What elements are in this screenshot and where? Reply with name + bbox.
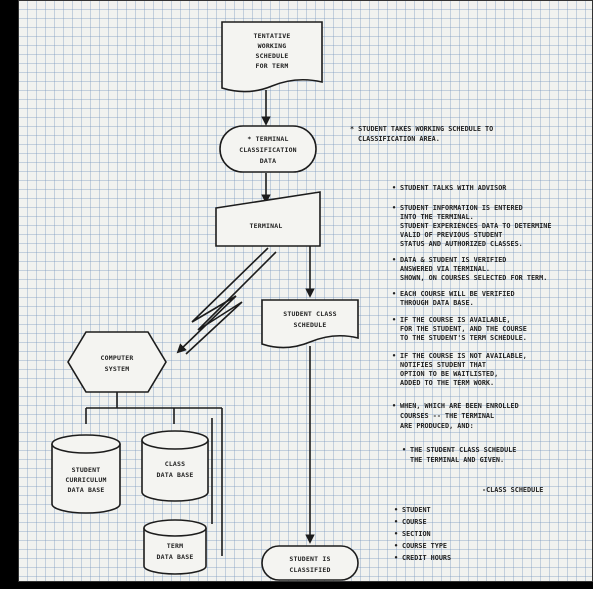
class-schedule-document-shape: STUDENT CLASS SCHEDULE [261,299,359,349]
terminal-entry-line-1: * TERMINAL [247,135,288,143]
bullet-7-line-1: WHEN, WHICH ARE BEEN ENROLLED [400,402,519,410]
list-item-student: STUDENT [402,506,431,514]
worksheet-line-3: SCHEDULE [256,52,289,60]
class-db-line-2: DATA BASE [156,471,193,479]
worksheet-document-shape: TENTATIVE WORKING SCHEDULE FOR TERM [221,21,323,93]
bullet-2-line-2: INTO THE TERMINAL. [400,213,474,221]
term-db-cylinder: TERM DATA BASE [143,519,207,575]
term-db-line-1: TERM [167,542,183,550]
bullet-marker: • [394,554,398,562]
bullet-marker: • [402,446,406,454]
student-db-line-3: DATA BASE [67,486,104,494]
bullet-2-line-5: STATUS AND AUTHORIZED CLASSES. [400,240,523,248]
list-item-course-type: COURSE TYPE [402,542,447,550]
top-note-line-2: CLASSIFICATION AREA. [358,135,440,143]
bullet-6-line-3: OPTION TO BE WAITLISTED, [400,370,498,378]
terminal-label: TERMINAL [250,222,283,230]
bullet-marker: • [394,530,398,538]
bullet-6-line-2: NOTIFIES STUDENT THAT [400,361,486,369]
student-db-cylinder: STUDENT CURRICULUM DATA BASE [51,434,121,514]
bullet-marker: • [392,204,396,212]
bullet-7-line-3: ARE PRODUCED, AND: [400,422,474,430]
bullet-marker: • [394,518,398,526]
term-db-line-2: DATA BASE [156,553,193,561]
class-schedule-line-1: STUDENT CLASS [283,310,336,318]
bullet-6-line-4: ADDED TO THE TERM WORK. [400,379,494,387]
bullet-marker: • [394,506,398,514]
bullet-2-line-4: VALID OF PREVIOUS STUDENT [400,231,502,239]
bullet-5-line-2: FOR THE STUDENT, AND THE COURSE [400,325,527,333]
computer-system-line-1: COMPUTER [101,354,134,362]
list-item-course: COURSE [402,518,427,526]
bullet-5-line-3: TO THE STUDENT'S TERM SCHEDULE. [400,334,527,342]
worksheet-line-2: WORKING [258,42,287,50]
list-item-section: SECTION [402,530,431,538]
bullet-marker: • [392,184,396,192]
bullet-3-line-1: DATA & STUDENT IS VERIFIED [400,256,506,264]
classified-line-2: CLASSIFIED [289,566,330,574]
bullet-marker: • [392,256,396,264]
bullet-2-line-3: STUDENT EXPERIENCES DATA TO DETERMINE [400,222,551,230]
bullet-5-line-1: IF THE COURSE IS AVAILABLE, [400,316,511,324]
bullet-4-line-2: THROUGH DATA BASE. [400,299,474,307]
bullet-8-line-1: THE STUDENT CLASS SCHEDULE [410,446,516,454]
terminal-entry-line-2: CLASSIFICATION [239,146,297,154]
list-item-credit-hours: CREDIT HOURS [402,554,451,562]
worksheet-line-4: FOR TERM [256,62,289,70]
bullet-marker: • [394,542,398,550]
bullet-list: • STUDENT TALKS WITH ADVISOR • STUDENT I… [392,184,551,464]
computer-system-line-2: SYSTEM [105,365,130,373]
terminal-shape: TERMINAL [215,191,321,247]
bullet-8-line-2: THE TERMINAL AND GIVEN. [410,456,504,464]
classified-terminator: STUDENT IS CLASSIFIED [261,545,359,581]
bullet-3-line-2: ANSWERED VIA TERMINAL. [400,265,490,273]
class-db-line-1: CLASS [165,460,186,468]
bullet-2-line-1: STUDENT INFORMATION IS ENTERED [400,204,523,212]
db-connectors [85,392,223,556]
bullet-3-line-3: SHOWN, ON COURSES SELECTED FOR TERM. [400,274,547,282]
bullet-1-line-1: STUDENT TALKS WITH ADVISOR [400,184,507,192]
student-db-line-1: STUDENT [72,466,101,474]
terminal-entry-terminator: * TERMINAL CLASSIFICATION DATA [219,125,317,173]
student-db-line-2: CURRICULUM [65,476,106,484]
computer-system-hexagon: COMPUTER SYSTEM [67,331,167,393]
worksheet-line-1: TENTATIVE [253,32,290,40]
terminal-entry-line-3: DATA [260,157,276,165]
bullet-marker: • [392,352,396,360]
bullet-7-line-2: COURSES -- THE TERMINAL [400,412,494,420]
top-note: * STUDENT TAKES WORKING SCHEDULE TO CLAS… [350,125,493,143]
classified-line-1: STUDENT IS [289,555,330,563]
bullet-4-line-1: EACH COURSE WILL BE VERIFIED [400,290,515,298]
bullet-marker: • [392,402,396,410]
schedule-field-list: • STUDENT • COURSE • SECTION • COURSE TY… [394,506,451,562]
top-note-line-1: * STUDENT TAKES WORKING SCHEDULE TO [350,125,493,133]
bullet-marker: • [392,290,396,298]
communication-link [176,247,277,355]
bullet-6-line-1: IF THE COURSE IS NOT AVAILABLE, [400,352,527,360]
bullet-marker: • [392,316,396,324]
class-schedule-heading: -CLASS SCHEDULE [482,486,543,494]
class-schedule-line-2: SCHEDULE [294,321,327,329]
class-db-cylinder: CLASS DATA BASE [141,430,209,502]
